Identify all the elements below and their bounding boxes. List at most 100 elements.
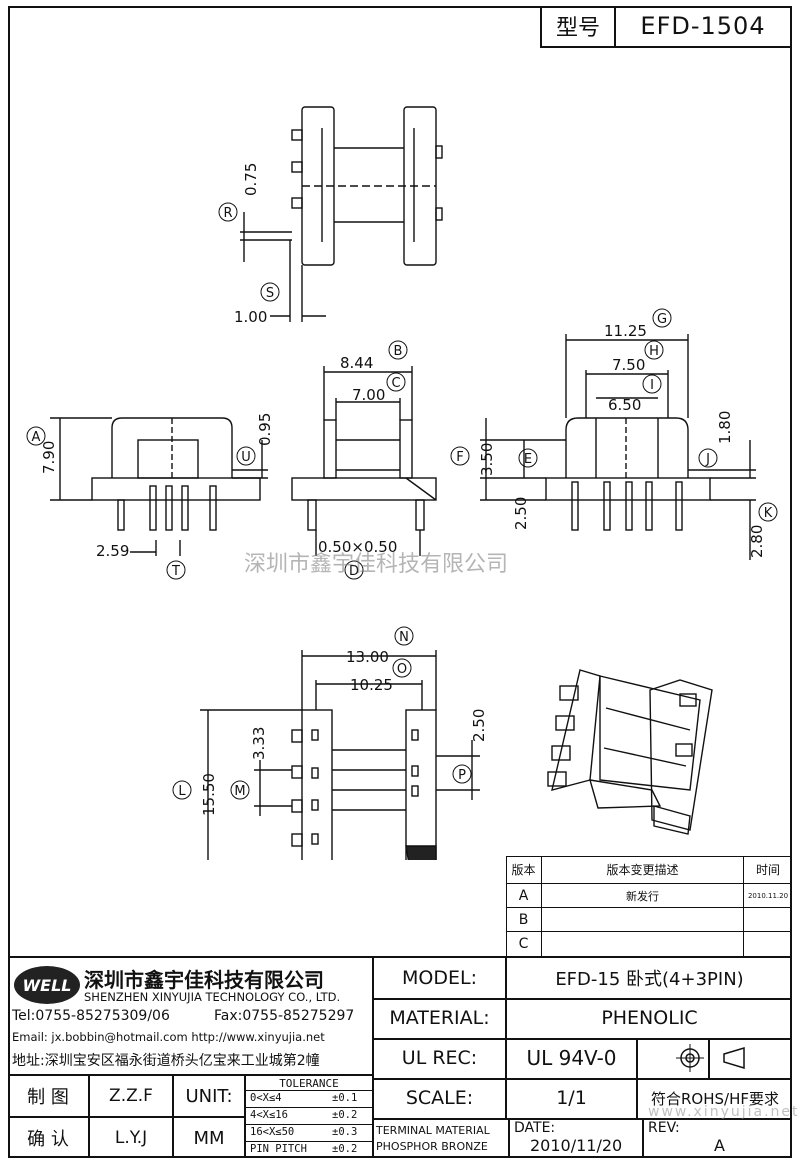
dim-b: 8.44: [340, 354, 373, 372]
company-fax: Fax:0755-85275297: [214, 1008, 355, 1024]
dim-k: 2.80: [748, 525, 766, 558]
marker-a: A: [26, 426, 46, 446]
tolerance-value-3: ±0.3: [332, 1126, 358, 1138]
dim-m: 3.33: [250, 727, 268, 760]
dim-h: 7.50: [612, 356, 645, 374]
svg-text:H: H: [649, 344, 659, 359]
company-email: Email: jx.bobbin@hotmail.com http://www.…: [12, 1030, 325, 1044]
svg-text:C: C: [391, 376, 400, 391]
marker-k: K: [758, 502, 778, 522]
rev-row-b-date: [744, 908, 792, 932]
tolerance-range-1: 0<X≤4: [250, 1092, 282, 1104]
dim-d: 0.50×0.50: [318, 538, 397, 556]
info-rev-label: REV:: [648, 1120, 680, 1136]
model-header-value: EFD-1504: [640, 12, 766, 40]
tolerance-row-2: 4<X≤16 ±0.2: [246, 1108, 372, 1125]
marker-j: J: [698, 448, 718, 468]
tolerance-range-4: PIN PITCH: [250, 1143, 307, 1155]
rev-row-a-date: 2010.11.20: [744, 884, 792, 908]
model-header-label: 型号: [542, 6, 616, 46]
marker-b: B: [388, 340, 408, 360]
rev-row-c-ver: C: [506, 932, 542, 956]
marker-p: P: [452, 764, 472, 784]
rev-header-date: 时间: [744, 856, 792, 884]
tolerance-value-1: ±0.1: [332, 1092, 358, 1104]
isometric-view: [547, 669, 713, 835]
side-view-middle: [291, 366, 437, 556]
drawn-value: Z.Z.F: [109, 1086, 153, 1106]
marker-n: N: [394, 626, 414, 646]
dim-s: 1.00: [234, 308, 267, 326]
marker-d: D: [344, 560, 364, 580]
marker-l: L: [172, 780, 192, 800]
info-material-label: MATERIAL:: [389, 1007, 490, 1029]
tolerance-range-3: 16<X≤50: [250, 1126, 295, 1138]
svg-text:S: S: [266, 286, 274, 301]
svg-text:F: F: [456, 450, 463, 465]
info-terminal-2: PHOSPHOR BRONZE: [376, 1140, 488, 1153]
top-view: [240, 106, 443, 322]
info-rev-value: A: [714, 1136, 725, 1155]
tolerance-value-2: ±0.2: [332, 1109, 358, 1121]
drawing-border: [8, 6, 792, 1158]
company-address: 地址:深圳宝安区福永街道桥头亿宝来工业城第2幢: [12, 1053, 320, 1069]
technical-drawing: 0.75 1.00 8.44 7.00 7.90 0.95 2.59 0.50×…: [26, 106, 778, 860]
unit-label: UNIT:: [185, 1085, 233, 1107]
marker-e: E: [518, 448, 538, 468]
dim-n: 13.00: [346, 648, 389, 666]
dim-t: 2.59: [96, 542, 129, 560]
svg-text:T: T: [171, 564, 180, 579]
svg-text:D: D: [349, 564, 359, 579]
marker-g: G: [652, 308, 672, 328]
marker-m: M: [230, 780, 250, 800]
dim-e: 2.50: [512, 497, 530, 530]
svg-text:G: G: [657, 312, 667, 327]
watermark-text: 深圳市鑫宇佳科技有限公司: [244, 552, 509, 577]
tolerance-range-2: 4<X≤16: [250, 1109, 288, 1121]
company-logo: WELL: [14, 966, 80, 1004]
info-date-label: DATE:: [514, 1120, 556, 1136]
svg-text:B: B: [394, 344, 403, 359]
rev-row-b-ver: B: [506, 908, 542, 932]
info-scale-label: SCALE:: [405, 1087, 474, 1109]
marker-u: U: [236, 446, 256, 466]
svg-text:E: E: [524, 452, 532, 467]
info-ulrec-label: UL REC:: [401, 1047, 478, 1069]
rev-row-c-date: [744, 932, 792, 956]
model-header: 型号 EFD-1504: [540, 6, 792, 48]
checked-label: 确 认: [27, 1129, 69, 1150]
dim-j: 1.80: [716, 411, 734, 444]
tolerance-value-4: ±0.2: [332, 1143, 358, 1155]
company-logo-text: WELL: [22, 975, 72, 995]
info-date-value: 2010/11/20: [530, 1136, 623, 1155]
dim-g: 11.25: [604, 322, 647, 340]
svg-text:L: L: [178, 784, 186, 799]
tolerance-row-4: PIN PITCH ±0.2: [246, 1142, 372, 1158]
dim-o: 10.25: [350, 676, 393, 694]
marker-i: I: [642, 374, 662, 394]
company-name-en: SHENZHEN XINYUJIA TECHNOLOGY CO., LTD.: [84, 990, 341, 1004]
projection-symbol-icon: [638, 1038, 792, 1078]
tolerance-row-1: 0<X≤4 ±0.1: [246, 1091, 372, 1108]
title-block: WELL 深圳市鑫宇佳科技有限公司 SHENZHEN XINYUJIA TECH…: [8, 956, 798, 1158]
info-rohs: 符合ROHS/HF要求: [651, 1089, 779, 1108]
svg-text:J: J: [705, 452, 710, 467]
marker-s: S: [260, 282, 280, 302]
info-model-label: MODEL:: [402, 967, 477, 989]
svg-text:K: K: [764, 506, 773, 521]
marker-c: C: [386, 372, 406, 392]
svg-text:A: A: [32, 430, 41, 445]
tolerance-table: TOLERANCE 0<X≤4 ±0.1 4<X≤16 ±0.2 16<X≤50…: [246, 1076, 372, 1158]
checked-value: L.Y.J: [114, 1128, 148, 1148]
svg-text:N: N: [399, 630, 409, 645]
dim-u: 0.95: [256, 413, 274, 446]
info-material-value: PHENOLIC: [601, 1007, 698, 1029]
dim-p: 2.50: [470, 709, 488, 742]
rev-row-a-desc: 新发行: [542, 884, 744, 908]
dim-r: 0.75: [242, 163, 260, 196]
rev-row-b-desc: [542, 908, 744, 932]
marker-h: H: [644, 340, 664, 360]
dim-c: 7.00: [352, 386, 385, 404]
info-ulrec-value: UL 94V-0: [526, 1046, 617, 1070]
company-tel: Tel:0755-85275309/06: [12, 1008, 170, 1024]
